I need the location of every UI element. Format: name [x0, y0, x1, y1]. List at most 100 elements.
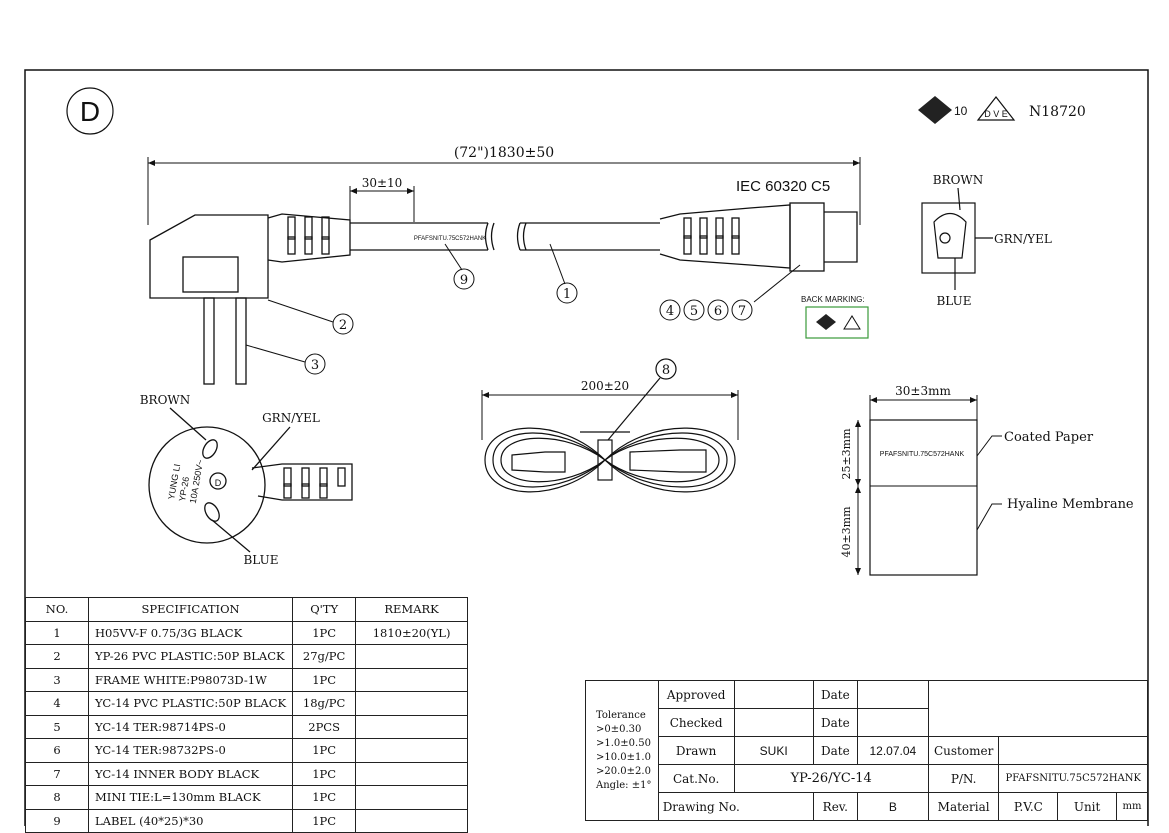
bom-remark	[355, 644, 468, 669]
tolerance-line: Angle: ±1°	[596, 779, 652, 791]
bom-qty: 1PC	[292, 785, 357, 810]
balloon-8-label: 8	[662, 363, 670, 378]
bom-spec: YP-26 PVC PLASTIC:50P BLACK	[87, 644, 294, 669]
balloon-7-label: 7	[738, 304, 746, 319]
connector-standard: IEC 60320 C5	[736, 178, 830, 195]
bom-qty: 1PC	[292, 761, 357, 786]
plug-face-center: D	[215, 478, 222, 488]
cat-no-value: YP-26/YC-14	[733, 764, 929, 793]
rev-value: B	[856, 792, 929, 821]
balloon-9-label: 9	[460, 273, 468, 288]
tolerance-line: >1.0±0.50	[596, 737, 651, 749]
bom-remark	[355, 738, 468, 763]
pn-value: PFAFSNITU.75C572HANK	[998, 764, 1148, 793]
plug-face-view	[148, 407, 353, 553]
material-value: P.V.C	[998, 792, 1059, 821]
checked-label: Checked	[657, 708, 735, 737]
approved-date-value	[856, 680, 929, 709]
bom-header-qty: Q'TY	[292, 597, 357, 622]
checked-value	[733, 708, 814, 737]
bom-no: 4	[25, 691, 89, 716]
overall-length-label: (72")1830±50	[454, 145, 554, 161]
bom-remark	[355, 785, 468, 810]
bom-qty: 27g/PC	[292, 644, 357, 669]
customer-label: Customer	[927, 736, 1000, 765]
coated-paper-label: Coated Paper	[1004, 430, 1094, 445]
rev-label: Rev.	[812, 792, 858, 821]
customer-value	[998, 736, 1148, 765]
approved-date-label: Date	[812, 680, 858, 709]
bom-qty: 1PC	[292, 738, 357, 763]
tolerance-line: >0±0.30	[596, 723, 642, 735]
c5-brown-label: BROWN	[933, 173, 984, 187]
cable-print: PFAFSNITU.75C572HANK	[414, 236, 486, 242]
pn-label: P/N.	[927, 764, 1000, 793]
tolerance-line: >10.0±1.0	[596, 751, 651, 763]
balloon-3-label: 3	[311, 358, 319, 373]
bom-remark	[355, 691, 468, 716]
balloon-2-label: 2	[339, 318, 347, 333]
bom-remark	[355, 808, 468, 833]
bom-spec: H05VV-F 0.75/3G BLACK	[87, 620, 294, 645]
hyaline-membrane-label: Hyaline Membrane	[1007, 497, 1134, 512]
approved-value	[733, 680, 814, 709]
balloon-5-label: 5	[690, 304, 698, 319]
c5-wiring-face	[921, 187, 993, 290]
unit-label: Unit	[1057, 792, 1117, 821]
label-outline	[869, 419, 978, 576]
c5-blue-label: BLUE	[936, 294, 971, 308]
bom-spec: MINI TIE:L=130mm BLACK	[87, 785, 294, 810]
drawn-label: Drawn	[657, 736, 735, 765]
bom-no: 5	[25, 714, 89, 739]
balloon-6-label: 6	[714, 304, 722, 319]
revision-circle	[66, 87, 114, 135]
material-label: Material	[927, 792, 1000, 821]
plug-face-markings: YUNG LI YP-26 10A 250V~	[166, 459, 205, 504]
bom-remark	[355, 714, 468, 739]
plug-side-view	[149, 213, 660, 385]
bom-qty: 18g/PC	[292, 691, 357, 716]
cat-no-label: Cat.No.	[657, 764, 735, 793]
balloon-2	[267, 299, 354, 335]
bom-remark: 1810±20(YL)	[355, 620, 468, 645]
checked-date-value	[856, 708, 929, 737]
tolerance-title: Tolerance	[596, 709, 646, 721]
bom-no: 3	[25, 667, 89, 692]
coiled-cord	[484, 358, 736, 493]
bom-no: 7	[25, 761, 89, 786]
back-marking-label: BACK MARKING:	[801, 295, 865, 304]
balloon-1-label: 1	[563, 287, 571, 302]
bom-no: 6	[25, 738, 89, 763]
drawn-date-value: 12.07.04	[856, 736, 929, 765]
revision-letter: D	[80, 96, 100, 127]
label-width-text: 30±3mm	[895, 384, 951, 398]
svg-text:D V E: D V E	[984, 109, 1008, 119]
drawn-date-label: Date	[812, 736, 858, 765]
checked-date-label: Date	[812, 708, 858, 737]
coil-width-label: 200±20	[581, 379, 629, 393]
bom-qty: 1PC	[292, 808, 357, 833]
bom-remark	[355, 761, 468, 786]
tolerance-line: >20.0±2.0	[596, 765, 651, 777]
strip-length-label: 30±10	[362, 176, 403, 190]
vde-mark: D V E	[976, 96, 1016, 121]
tolerance-cell: Tolerance >0±0.30 >1.0±0.50 >10.0±1.0 >2…	[585, 680, 659, 821]
drawing-no-label: Drawing No.	[657, 792, 814, 821]
balloon-3	[245, 344, 326, 375]
label-h2-text: 40±3mm	[840, 506, 853, 558]
title-block: Tolerance >0±0.30 >1.0±0.50 >10.0±1.0 >2…	[585, 680, 1149, 821]
balloon-1	[549, 243, 578, 304]
back-marking-box	[805, 306, 869, 339]
label-h1-text: 25±3mm	[840, 428, 853, 480]
bom-header-spec: SPECIFICATION	[87, 597, 294, 622]
bom-qty: 2PCS	[292, 714, 357, 739]
